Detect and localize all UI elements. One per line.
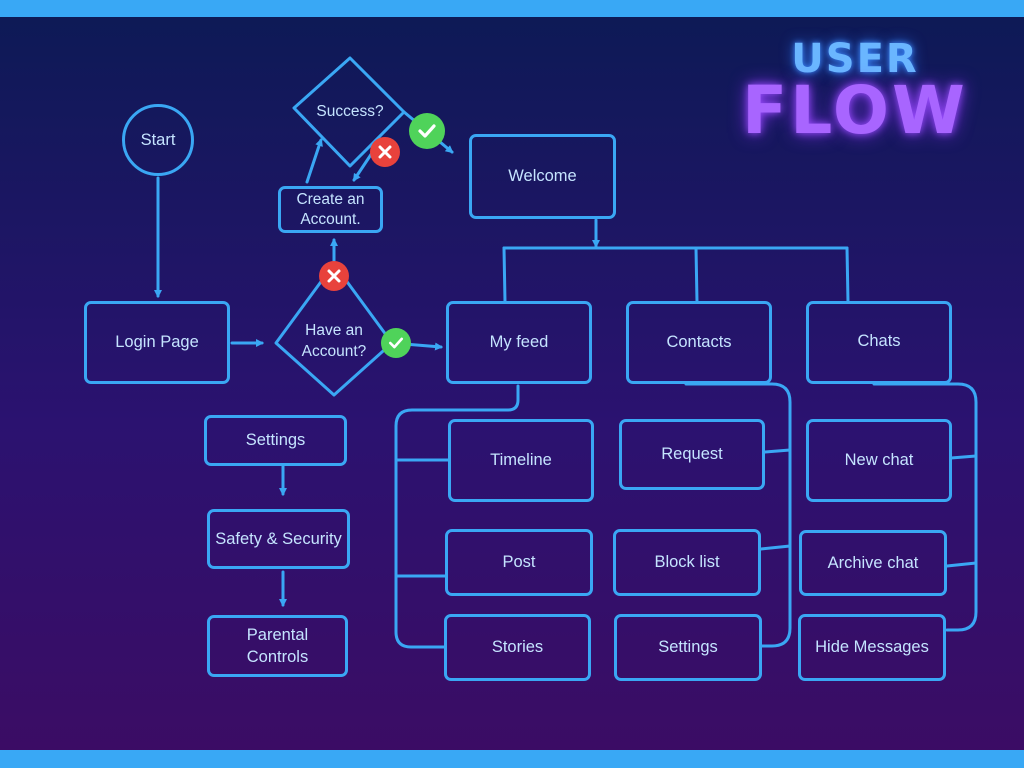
decision-success bbox=[292, 56, 406, 168]
cross-icon bbox=[319, 261, 349, 291]
success-label: Success? bbox=[316, 102, 384, 120]
create-account-node: Create an Account. bbox=[278, 186, 383, 233]
contacts-settings-node: Settings bbox=[614, 614, 762, 681]
post-node: Post bbox=[445, 529, 593, 596]
request-node: Request bbox=[619, 419, 765, 490]
title-user: USER bbox=[791, 36, 919, 82]
stories-node: Stories bbox=[444, 614, 591, 681]
cross-icon bbox=[370, 137, 400, 167]
arrow-create-success bbox=[305, 138, 323, 184]
settings-node: Settings bbox=[204, 415, 347, 466]
hide-messages-node: Hide Messages bbox=[798, 614, 946, 681]
chats-bracket bbox=[872, 382, 978, 632]
timeline-node: Timeline bbox=[448, 419, 594, 502]
check-icon bbox=[409, 113, 445, 149]
safety-security-node: Safety & Security bbox=[207, 509, 350, 569]
bottom-accent-bar bbox=[0, 750, 1024, 768]
chats-archive-link bbox=[945, 561, 978, 568]
block-list-node: Block list bbox=[613, 529, 761, 596]
parental-controls-node: Parental Controls bbox=[207, 615, 348, 677]
branch-feed bbox=[502, 246, 507, 304]
contacts-node: Contacts bbox=[626, 301, 772, 384]
contacts-bracket bbox=[684, 382, 792, 648]
my-feed-node: My feed bbox=[446, 301, 592, 384]
archive-chat-node: Archive chat bbox=[799, 530, 947, 596]
have-account-label: Have an Account? bbox=[301, 322, 367, 360]
login-page-node: Login Page bbox=[84, 301, 230, 384]
feed-bracket bbox=[394, 384, 520, 649]
branch-contacts bbox=[694, 246, 699, 304]
title-flow: FLOW bbox=[742, 72, 968, 149]
check-icon bbox=[381, 328, 411, 358]
welcome-node: Welcome bbox=[469, 134, 616, 219]
start-node: Start bbox=[122, 104, 194, 176]
contacts-blocklist-link bbox=[759, 544, 792, 551]
chats-node: Chats bbox=[806, 301, 952, 384]
top-accent-bar bbox=[0, 0, 1024, 17]
branch-chats bbox=[845, 246, 850, 304]
new-chat-node: New chat bbox=[806, 419, 952, 502]
decision-have-account bbox=[274, 262, 394, 397]
chats-newchat-link bbox=[949, 454, 978, 460]
contacts-request-link bbox=[763, 448, 792, 454]
